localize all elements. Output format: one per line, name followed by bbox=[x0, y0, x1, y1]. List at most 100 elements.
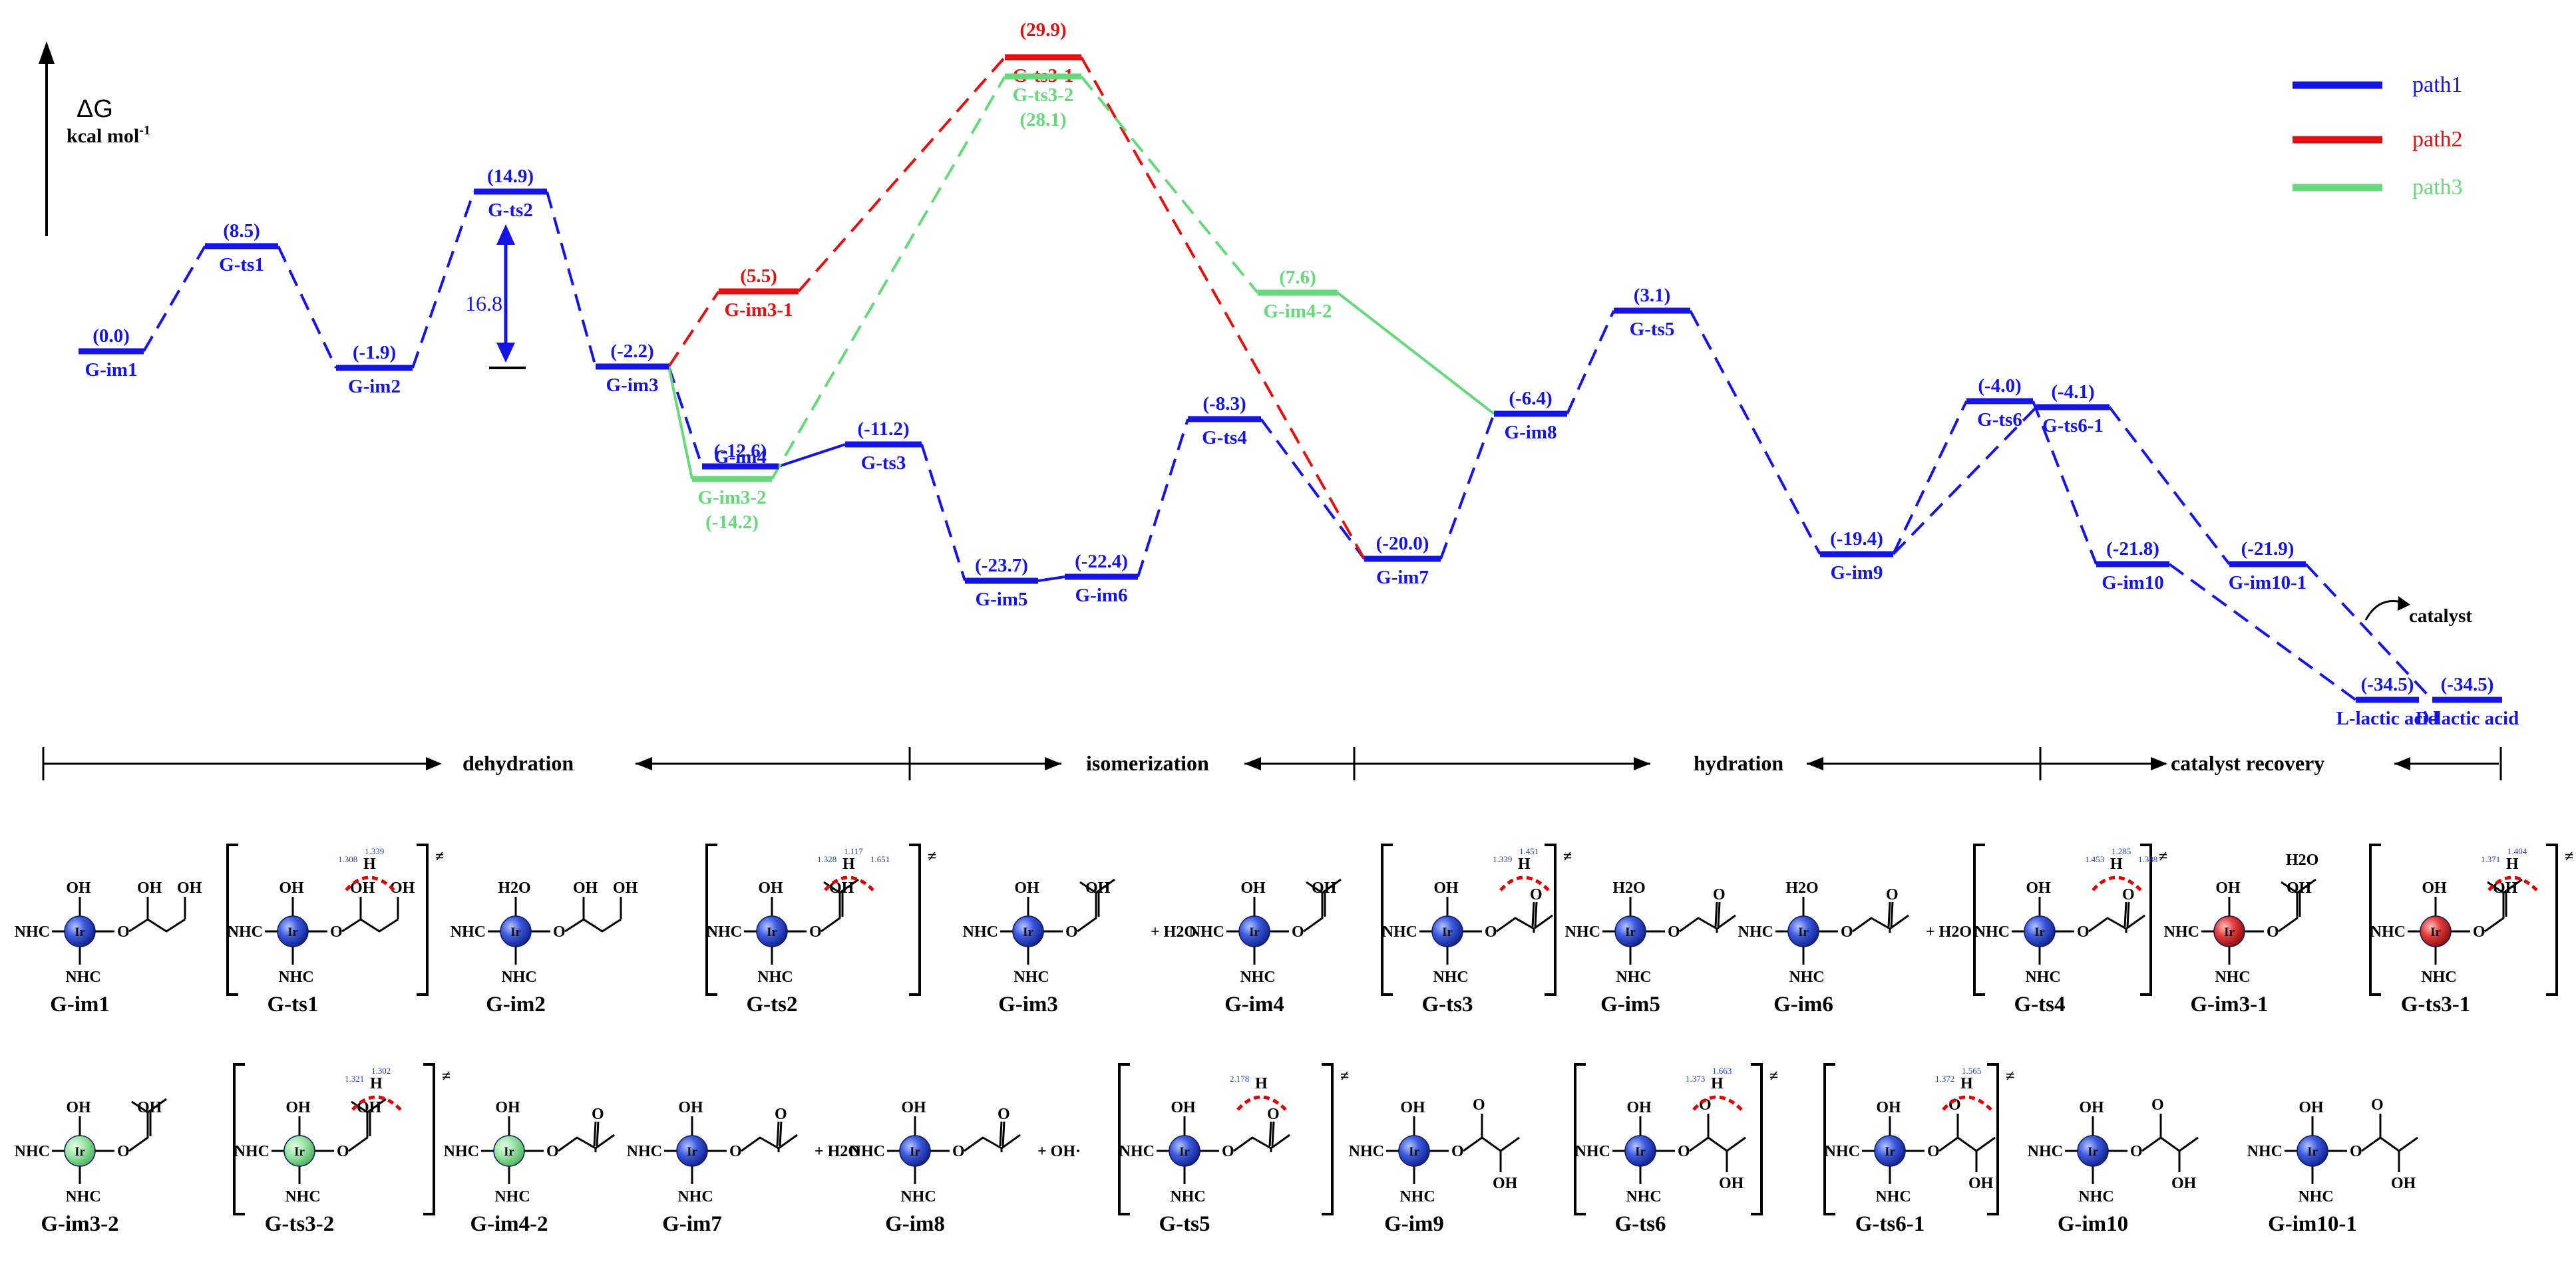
organic-fragment bbox=[341, 897, 399, 933]
axis-unit: kcal mol bbox=[67, 125, 139, 147]
ts-bracket-right bbox=[909, 844, 921, 996]
catalyst-recovery-arrow: catalyst bbox=[2364, 596, 2472, 627]
level-energy: (7.6) bbox=[1279, 267, 1316, 288]
bond-length-label: 1.453 bbox=[2085, 854, 2104, 864]
level-energy: (-21.8) bbox=[2106, 538, 2159, 559]
structure-name: G-ts1 bbox=[268, 993, 319, 1017]
nhc-ligand-label: NHC bbox=[2370, 923, 2406, 941]
level-name: G-im4 bbox=[714, 446, 767, 468]
oxygen-label: O bbox=[1451, 1143, 1464, 1160]
ts-bracket-right bbox=[1545, 844, 1557, 996]
iridium-atom-icon bbox=[277, 915, 309, 947]
level-name: D-lactic acid bbox=[2416, 708, 2519, 729]
connector-path1 bbox=[920, 444, 966, 581]
nhc-ligand-label: NHC bbox=[1382, 923, 1417, 941]
nhc-ligand-label: NHC bbox=[2421, 969, 2456, 986]
iridium-symbol: Ir bbox=[1409, 1145, 1419, 1159]
oxygen-label: O bbox=[2350, 1143, 2362, 1160]
bond-length-label: 1.339 bbox=[1493, 854, 1512, 864]
carbonyl-oxygen-label: O bbox=[1473, 1096, 1485, 1114]
axial-ligand-label: OH bbox=[1626, 1099, 1652, 1116]
nhc-ligand-label: NHC bbox=[1170, 1188, 1205, 1205]
level-energy: (-4.0) bbox=[1978, 375, 2021, 396]
iridium-atom-icon bbox=[1012, 915, 1044, 947]
connector-path1 bbox=[2032, 400, 2098, 565]
level-name: G-im8 bbox=[1505, 422, 1557, 443]
level-name: G-im3 bbox=[606, 375, 659, 396]
stage-hydration: hydration bbox=[1694, 751, 1783, 775]
organic-fragment bbox=[564, 897, 622, 933]
nhc-ligand-label: NHC bbox=[850, 1143, 885, 1160]
oxygen-label: O bbox=[1668, 923, 1680, 941]
nhc-ligand-label: NHC bbox=[278, 969, 313, 986]
connector-path1 bbox=[1566, 310, 1615, 414]
ts-mark: ≠ bbox=[442, 1068, 451, 1085]
oxygen-label: O bbox=[337, 1143, 349, 1160]
nhc-ligand-label: NHC bbox=[963, 923, 998, 941]
level-name: L-lactic acid bbox=[2336, 708, 2439, 729]
hydroxyl-label: OH bbox=[2171, 1175, 2197, 1192]
connector-path1 bbox=[1892, 406, 2038, 555]
legend: path1 path2 path3 bbox=[2293, 73, 2463, 200]
nhc-ligand-label: NHC bbox=[1875, 1188, 1911, 1205]
connector-path1 bbox=[778, 443, 846, 468]
iridium-symbol: Ir bbox=[1625, 925, 1636, 939]
nhc-ligand-label: NHC bbox=[2078, 1188, 2114, 1205]
level-energy: (8.5) bbox=[223, 220, 260, 241]
hydroxyl-label: OH bbox=[1085, 879, 1111, 897]
iridium-symbol: Ir bbox=[75, 1145, 85, 1159]
level-energy: (-2.2) bbox=[610, 341, 653, 362]
organic-fragment bbox=[1496, 901, 1553, 933]
oxygen-label: O bbox=[117, 923, 130, 941]
nhc-ligand-label: NHC bbox=[900, 1188, 936, 1205]
connector-path1 bbox=[2168, 563, 2357, 701]
hydrogen-label: H bbox=[2506, 856, 2519, 873]
iridium-symbol: Ir bbox=[510, 925, 521, 939]
iridium-atom-icon bbox=[899, 1135, 931, 1167]
connector-path1 bbox=[1137, 418, 1189, 577]
level-name: G-ts3-2 bbox=[1013, 84, 1074, 106]
ts-bracket-right bbox=[423, 1063, 435, 1215]
ts-bracket-right bbox=[2546, 844, 2558, 996]
oxygen-label: O bbox=[2130, 1143, 2143, 1160]
ts-mark: ≠ bbox=[1563, 848, 1572, 866]
structure-name: G-im1 bbox=[50, 993, 110, 1017]
hydroxyl-label: OH bbox=[137, 879, 162, 897]
nhc-ligand-label: NHC bbox=[1789, 969, 1824, 986]
axis-symbol: ΔG bbox=[77, 95, 113, 123]
co-product-label: + OH· bbox=[1037, 1143, 1081, 1160]
connector-path3 bbox=[667, 366, 693, 480]
level-energy: (-20.0) bbox=[1376, 533, 1429, 554]
organic-fragment bbox=[2088, 901, 2145, 933]
hydrogen-label: H bbox=[842, 856, 855, 873]
structure-name: G-im10-1 bbox=[2268, 1212, 2357, 1236]
hydrogen-label: H bbox=[2110, 856, 2123, 873]
bond-length-label: 1.651 bbox=[870, 854, 890, 864]
connector-path3 bbox=[1336, 291, 1495, 415]
iridium-atom-icon bbox=[1169, 1135, 1200, 1167]
level-name: G-im2 bbox=[348, 376, 401, 397]
iridium-symbol: Ir bbox=[2430, 925, 2441, 939]
axial-ligand-label: H2O bbox=[498, 879, 530, 897]
carbonyl-oxygen-label: O bbox=[998, 1106, 1010, 1123]
bond-length-label: 1.388 bbox=[2138, 854, 2157, 864]
structure-name: G-ts3 bbox=[1422, 993, 1473, 1017]
organic-fragment bbox=[1689, 1114, 1746, 1172]
axial-ligand-label: H2O bbox=[1785, 879, 1818, 897]
oxygen-label: O bbox=[1841, 923, 1853, 941]
level-energy: (-14.2) bbox=[705, 512, 759, 533]
iridium-atom-icon bbox=[2024, 915, 2056, 947]
ts-bracket-left bbox=[1823, 1063, 1835, 1215]
organic-fragment bbox=[1679, 901, 1736, 933]
nhc-ligand-label: NHC bbox=[228, 923, 263, 941]
